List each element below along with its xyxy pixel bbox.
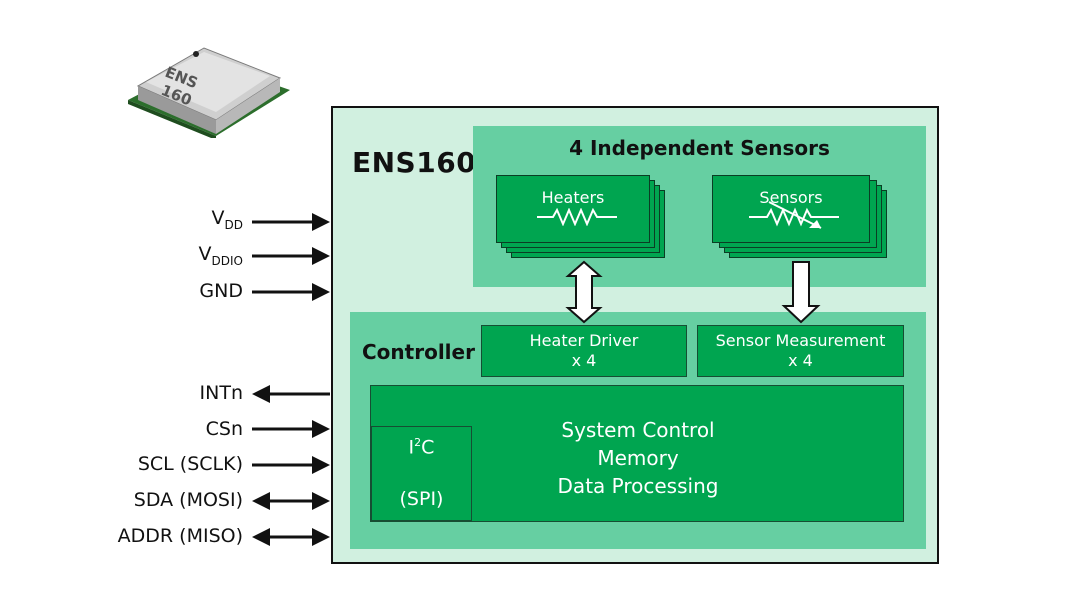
sensor-measurement-block: Sensor Measurement x 4 <box>697 325 904 377</box>
pin-scl-label: SCL (SCLK) <box>137 453 243 475</box>
pin-sda-arrow <box>252 492 330 510</box>
controller-title: Controller <box>362 340 475 364</box>
pin-vdd-label: VDD <box>211 207 243 232</box>
i2c-label: I2C <box>408 436 435 459</box>
bidirectional-hollow-arrow <box>565 260 603 324</box>
pin-sda-label: SDA (MOSI) <box>133 489 243 511</box>
block-title: ENS160 <box>352 146 477 179</box>
heaters-card: Heaters <box>496 175 650 243</box>
spi-label: (SPI) <box>399 488 444 510</box>
heater-driver-block: Heater Driver x 4 <box>481 325 687 377</box>
system-functions-text: System Control Memory Data Processing <box>510 416 766 500</box>
heaters-label: Heaters <box>541 188 605 207</box>
system-line: Data Processing <box>557 474 719 498</box>
sensors-card: Sensors <box>712 175 870 243</box>
sensors-label: Sensors <box>759 188 823 207</box>
pin-intn-label: INTn <box>199 382 243 404</box>
pin-intn-arrow <box>252 385 330 403</box>
sensor-measurement-count: x 4 <box>788 351 813 370</box>
pin-addr-arrow <box>252 528 330 546</box>
heater-driver-count: x 4 <box>571 351 597 370</box>
pin-csn-label: CSn <box>205 418 243 440</box>
pin-vddio-arrow <box>252 247 330 265</box>
resistor-icon <box>537 208 617 226</box>
system-line: Memory <box>597 446 679 470</box>
pin-addr-label: ADDR (MISO) <box>117 525 243 547</box>
pin-vddio-label: VDDIO <box>198 243 243 268</box>
heater-driver-label: Heater Driver <box>529 331 639 350</box>
pin-csn-arrow <box>252 420 330 438</box>
down-hollow-arrow <box>781 261 821 324</box>
sensor-measurement-label: Sensor Measurement <box>715 331 886 350</box>
pin-gnd-arrow <box>252 283 330 301</box>
interface-block <box>371 426 472 521</box>
sensors-panel-title: 4 Independent Sensors <box>569 136 830 160</box>
ens160-chip-image: ENS 160 <box>128 47 290 138</box>
system-line: System Control <box>561 418 715 442</box>
variable-resistor-icon <box>749 201 839 229</box>
pin-gnd-label: GND <box>199 280 243 302</box>
pin-vdd-arrow <box>252 213 330 231</box>
pin-scl-arrow <box>252 456 330 474</box>
